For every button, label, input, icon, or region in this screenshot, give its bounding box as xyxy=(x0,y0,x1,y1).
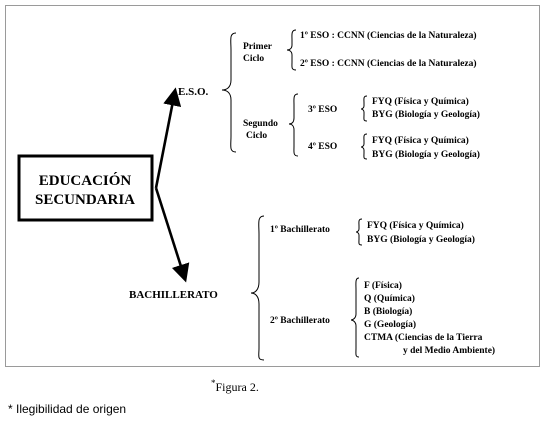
tercero-eso-brace xyxy=(360,95,368,122)
primer-ciclo-label-1: Primer xyxy=(243,42,273,52)
primer-eso-item-2: 2º ESO : CCNN (Ciencias de la Naturaleza… xyxy=(300,58,477,69)
bachillerato-brace xyxy=(250,215,265,361)
root-box xyxy=(17,154,154,222)
education-tree-diagram: EDUCACIÓN SECUNDARIA E.S.O. Primer Ciclo… xyxy=(17,29,495,361)
primero-bach-label: 1º Bachillerato xyxy=(270,225,330,235)
arrow-to-bachillerato xyxy=(154,187,190,283)
segundo-bach-brace xyxy=(350,277,360,358)
root-label-line2: SECUNDARIA xyxy=(35,192,135,208)
segundo-bach-subject-5: CTMA (Ciencias de la Tierra xyxy=(364,332,483,343)
cuarto-subject-1: FYQ (Física y Química) xyxy=(372,135,469,146)
figure-caption: *Figura 2. xyxy=(211,378,259,395)
primero-bach-brace xyxy=(355,218,363,246)
cuarto-eso-brace xyxy=(360,133,368,160)
segundo-ciclo-label-1: Segundo xyxy=(243,119,278,129)
primer-ciclo-brace xyxy=(286,29,297,71)
segundo-bach-label: 2º Bachillerato xyxy=(270,316,330,326)
primero-bach-subject-1: FYQ (Física y Química) xyxy=(367,220,464,231)
cuarto-subject-2: BYG (Biología y Geología) xyxy=(372,149,480,160)
bachillerato-label: BACHILLERATO xyxy=(129,289,218,301)
arrow-to-eso xyxy=(154,87,182,189)
tercero-eso-label: 3º ESO xyxy=(308,105,337,115)
segundo-bach-subject-3: B (Biología) xyxy=(364,306,412,317)
segundo-bach-subject-5-cont: y del Medio Ambiente) xyxy=(403,345,495,356)
segundo-bach-subject-4: G (Geología) xyxy=(364,319,416,330)
segundo-ciclo-label-2: Ciclo xyxy=(246,131,267,141)
footnote: * Ilegibilidad de origen xyxy=(8,402,127,416)
primero-bach-subject-2: BYG (Biología y Geología) xyxy=(367,234,475,245)
caption-text: Figura 2. xyxy=(215,380,259,394)
eso-brace xyxy=(221,32,237,153)
segundo-bach-subject-2: Q (Química) xyxy=(364,293,415,304)
primer-eso-item-1: 1º ESO : CCNN (Ciencias de la Naturaleza… xyxy=(300,30,477,41)
segundo-bach-subject-1: F (Física) xyxy=(364,280,402,291)
cuarto-eso-label: 4º ESO xyxy=(308,142,337,152)
tercero-subject-1: FYQ (Física y Química) xyxy=(372,96,469,107)
tercero-subject-2: BYG (Biología y Geología) xyxy=(372,109,480,120)
segundo-ciclo-brace xyxy=(288,93,299,157)
eso-label: E.S.O. xyxy=(178,86,209,98)
primer-ciclo-label-2: Ciclo xyxy=(243,54,264,64)
root-label-line1: EDUCACIÓN xyxy=(39,172,132,189)
caption-marker: * xyxy=(211,378,216,388)
